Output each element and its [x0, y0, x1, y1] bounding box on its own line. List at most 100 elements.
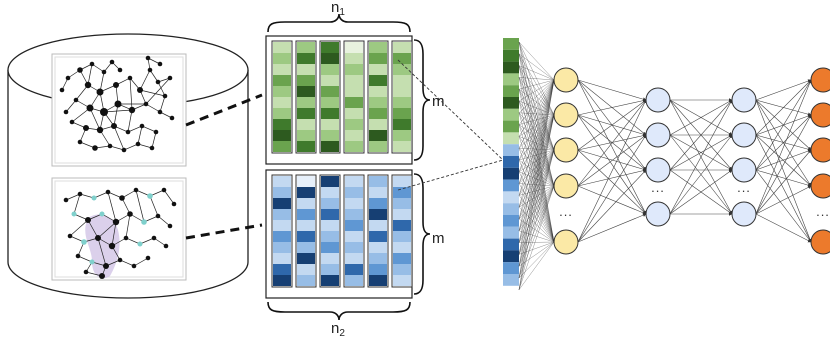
network-edge [755, 79, 812, 101]
green-matrix-cell [297, 119, 315, 130]
network-edge [755, 169, 812, 243]
green-matrix-cell [273, 141, 291, 152]
green-matrix-cell [369, 130, 387, 141]
neuron-layer-1 [553, 102, 579, 128]
blue-matrix-cell [369, 198, 387, 209]
blue-matrix-cell [273, 198, 291, 209]
graph1-edge [127, 109, 133, 133]
graph2-edge [69, 219, 89, 237]
blue-matrix-cell [345, 253, 363, 264]
green-matrix-cell [345, 97, 363, 108]
network-edge [755, 134, 812, 243]
graph2-node [67, 233, 73, 239]
graph2-node [119, 195, 125, 201]
green-matrix-cell [273, 119, 291, 130]
green-matrix-cell [369, 119, 387, 130]
network-edge [577, 149, 647, 171]
network-nodes: ............ [553, 67, 830, 255]
network-edge [755, 99, 812, 187]
green-matrix-cell [345, 108, 363, 119]
green-matrix-cell [345, 119, 363, 130]
graph1-node [92, 145, 98, 151]
vector-cell-blue [503, 250, 519, 263]
graph2-edge [163, 189, 175, 205]
input-edge [518, 136, 555, 243]
graph1-edge [141, 125, 157, 133]
graph1-edge [113, 103, 119, 127]
graph2-node [105, 189, 111, 195]
green-matrix-cell [393, 97, 411, 108]
green-matrix-cell [345, 141, 363, 152]
graph1-node [145, 55, 151, 61]
graph1-node [149, 145, 155, 151]
input-edge [518, 195, 555, 243]
vector-cell-blue [503, 167, 519, 180]
blue-matrix-cell [345, 264, 363, 275]
graph1-node [155, 79, 161, 85]
graph2-node [133, 187, 139, 193]
flatten-line-bottom [397, 159, 504, 191]
vector-cell-blue [503, 262, 519, 274]
green-feature-matrix [265, 35, 413, 165]
network-edge [669, 169, 733, 215]
graph1-node [117, 67, 123, 73]
blue-matrix-cell [321, 176, 339, 187]
green-matrix-cell [393, 108, 411, 119]
network-edge [577, 134, 647, 187]
graph2-node [123, 235, 129, 241]
blue-matrix-cell [273, 231, 291, 242]
green-matrix-cell [321, 86, 339, 97]
network-edge [755, 114, 812, 215]
graph1-edge [127, 125, 143, 133]
input-edge [518, 79, 555, 125]
network-edge [577, 98, 647, 116]
vector-cell-green [503, 97, 519, 109]
graph1-edge [91, 63, 105, 73]
graph2-node [155, 213, 161, 219]
input-edge [518, 79, 555, 208]
graph1-edge [89, 107, 101, 131]
graph1-node [77, 139, 83, 145]
graph2-node [137, 241, 143, 247]
network-edge [755, 185, 812, 215]
neuron-layer-4 [810, 102, 830, 128]
graph2-node [81, 239, 87, 245]
network-edge [669, 134, 733, 215]
input-edge [518, 218, 555, 243]
graph2-node [95, 235, 101, 241]
label-n1: n1 [331, 0, 345, 18]
neuron-layer-3 [731, 201, 757, 227]
input-edge [518, 79, 555, 149]
graph-thumbnail-bottom [51, 177, 187, 281]
network-edge [577, 99, 647, 187]
neuron-layer-3 [731, 87, 757, 113]
input-edge [518, 79, 555, 161]
network-edge [577, 169, 647, 243]
blue-matrix-cell [321, 275, 339, 286]
green-matrix-cell [393, 141, 411, 152]
network-edge [669, 134, 733, 171]
network-edge [577, 114, 647, 215]
neuron-layer-1 [553, 67, 579, 93]
graph1-edge [159, 95, 166, 113]
blue-matrix-cell [393, 198, 411, 209]
vector-cell-green [503, 120, 519, 133]
network-edge [669, 99, 733, 171]
input-edge [518, 79, 555, 243]
green-matrix-cell [273, 108, 291, 119]
green-matrix-cell [273, 42, 291, 53]
neuron-layer-3 [731, 122, 757, 148]
green-matrix-cell [321, 119, 339, 130]
network-edge [577, 213, 647, 243]
input-edge [518, 79, 555, 184]
green-matrix-cell [369, 64, 387, 75]
graph1-edge [145, 77, 171, 105]
blue-matrix-cell [321, 187, 339, 198]
graph1-node [77, 67, 83, 73]
graph1-edge [65, 99, 77, 113]
neuron-layer-2 [645, 157, 671, 183]
blue-matrix-cell [369, 176, 387, 187]
graph1-node [65, 75, 71, 81]
blue-matrix-cell [345, 242, 363, 253]
graph2-edge [125, 213, 131, 239]
